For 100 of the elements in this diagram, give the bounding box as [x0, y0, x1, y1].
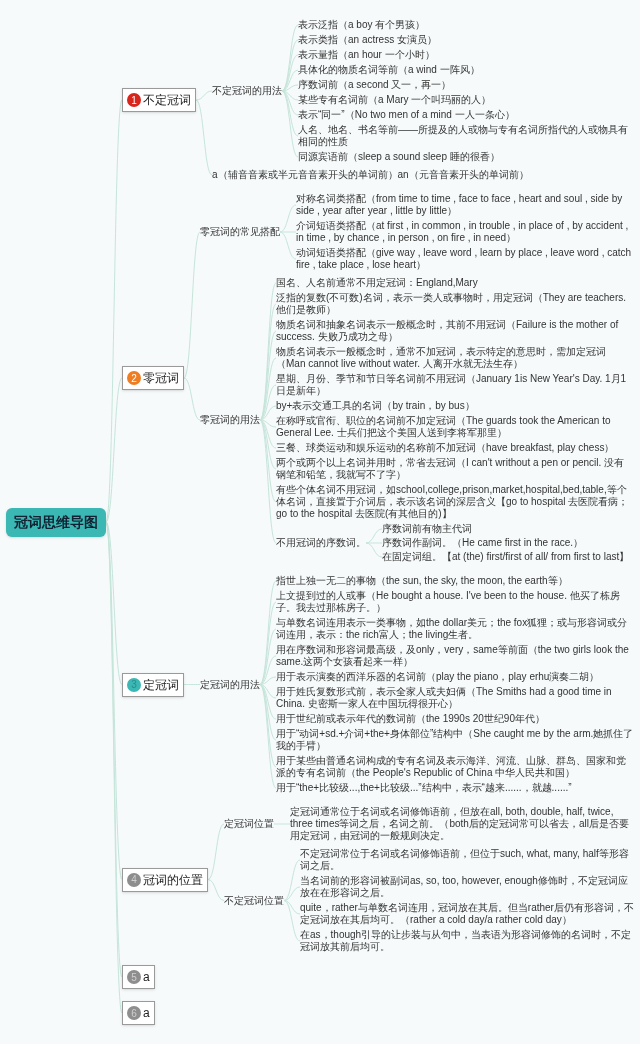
branch-line	[279, 204, 297, 233]
branch-line	[279, 231, 297, 260]
leaf-text: 用于某些由普通名词构成的专有名词及表示海洋、河流、山脉、群岛、国家和党派的专有名词前（the People's Republic of China 中华人民共和国）	[276, 755, 634, 779]
branch-label: 不定冠词的用法	[212, 85, 282, 97]
branch-line	[183, 377, 201, 421]
leaf-text: 具体化的物质名词等前（a wind 一阵风）	[298, 64, 634, 76]
branch-line	[259, 684, 277, 720]
branch-line	[283, 900, 301, 915]
leaf-text: 动词短语类搭配（give way , leave word , learn by place , leave word , catch fire , take place , lose heart）	[296, 247, 634, 271]
leaf-text: 物质名词表示一般概念时，通常不加冠词，表示特定的意思时，需加定冠词（Man cannot live without water. 人离开水就无法生存）	[276, 346, 634, 370]
topic-box	[122, 672, 184, 697]
leaf-text: 在称呼或官衔、职位的名词前不加定冠词（The guards took the American to General Lee. 士兵们把这个美国人送到李将军那里）	[276, 415, 634, 439]
leaf-text: 人名、地名、书名等前——所提及的人或物与专有名词所指代的人或物具有相同的性质	[298, 124, 634, 148]
leaf-text: 泛指的复数(不可数)名词，表示一类人或事物时，用定冠词（They are teachers. 他们是教师）	[276, 292, 634, 316]
leaf-text: 对称名词类搭配（from time to time , face to face , heart and soul , side by side , year after year , little by little）	[296, 193, 634, 217]
branch-line	[105, 521, 123, 685]
leaf-text: 有些个体名词不用冠词，如school,college,prison,market,hospital,bed,table,等个体名词，直接置于介词后，表示该名词的深层含义【go to hospital 去医院看病；go to the hospital 去医院(有其他目的)】	[276, 484, 634, 520]
branch-line	[183, 231, 201, 379]
topic-box	[122, 88, 196, 112]
branch-line	[259, 628, 277, 685]
leaf-text: 与单数名词连用表示一类事物，如the dollar美元；the fox狐狸；或与形容词或分词连用，表示：the rich富人；the living生者。	[276, 617, 634, 641]
branch-line	[195, 90, 213, 101]
branch-label: 不用冠词的序数词。	[276, 537, 366, 549]
branch-line	[259, 419, 277, 470]
branch-line	[207, 879, 225, 901]
leaf-text: 定冠词通常位于名词或名词修饰语前，但放在all, both, double, half, twice, three times等词之后，名词之前。（both后的定冠词常可以省去，all后是否要用定冠词，由冠词的一般规则决定。	[290, 806, 634, 842]
topic-box	[122, 867, 208, 892]
leaf-text: 表示量指（an hour 一个小时）	[298, 49, 634, 61]
topic-label: 不定冠词	[143, 92, 191, 109]
topic-box	[122, 366, 184, 390]
number-badge: 5	[127, 970, 141, 984]
branch-label: 零冠词的用法	[200, 414, 260, 426]
topic-label: 定冠词	[143, 676, 179, 694]
leaf-text: 当名词前的形容词被副词as, so, too, however, enough修饰时，不定冠词应放在在形容词之后。	[300, 875, 634, 899]
number-badge: 1	[127, 93, 141, 107]
branch-line	[259, 419, 277, 503]
branch-line	[259, 655, 277, 685]
number-badge: 4	[127, 872, 141, 887]
branch-line	[365, 528, 383, 544]
topic-label: 零冠词	[143, 370, 179, 387]
branch-line	[281, 69, 299, 92]
leaf-text: 表示泛指（a boy 有个男孩）	[298, 19, 634, 31]
leaf-text: 表示类指（an actress 女演员）	[298, 34, 634, 46]
branch-label: 零冠词的常见搭配	[200, 226, 280, 238]
leaf-text: 用于姓氏复数形式前，表示全家人或夫妇俩（The Smiths had a good time in China. 史密斯一家人在中国玩得很开心）	[276, 686, 634, 710]
leaf-text: 三餐、球类运动和娱乐运动的名称前不加冠词（have breakfast, play chess）	[276, 442, 634, 454]
branch-line	[259, 684, 277, 768]
branch-label: 定冠词的用法	[200, 678, 260, 691]
leaf-text: a（辅音音素或半元音音素开头的单词前）an（元音音素开头的单词前）	[212, 169, 634, 181]
branch-line	[105, 377, 123, 523]
topic-label: a	[143, 969, 150, 986]
leaf-text: 用于表示演奏的西洋乐器的名词前（play the piano，play erhu演奏二胡）	[276, 671, 634, 683]
branch-line	[283, 900, 301, 942]
leaf-text: 序数词前有物主代词	[382, 523, 634, 535]
branch-line	[183, 684, 201, 685]
topic-label: 冠词的位置	[143, 871, 203, 889]
branch-line	[195, 99, 213, 176]
number-badge: 2	[127, 371, 141, 385]
branch-line	[283, 886, 301, 901]
leaf-text: 序数词作副词。（He came first in the race.）	[382, 537, 634, 549]
topic-box	[122, 965, 155, 989]
branch-line	[259, 580, 277, 685]
number-badge: 6	[127, 1006, 141, 1020]
leaf-text: 介词短语类搭配（at first , in common , in trouble , in place of , by accident , in time , by chance , in person , on fire , in need）	[296, 220, 634, 244]
branch-line	[259, 676, 277, 685]
leaf-text: 两个或两个以上名词并用时，常省去冠词（I can't writhout a pen or pencil. 没有钢笔和铅笔，我就写不了字）	[276, 457, 634, 481]
branch-line	[259, 684, 277, 741]
leaf-text: 不定冠词常位于名词或名词修饰语前，但位于such, what, many, half等形容词之后。	[300, 848, 634, 872]
branch-line	[259, 419, 277, 449]
branch-label: 不定冠词位置	[224, 894, 284, 907]
leaf-text: 表示“同一”（No two men of a mind 一人一条心）	[298, 109, 634, 121]
branch-line	[365, 542, 383, 558]
leaf-text: quite，rather与单数名词连用，冠词放在其后。但当rather后仍有形容词，不定冠词放在其后均可。（rather a cold day/a rather cold day）	[300, 902, 634, 926]
branch-line	[259, 684, 277, 789]
branch-line	[259, 384, 277, 421]
leaf-text: 在固定词组。【at (the) first/first of all/ from first to last】	[382, 551, 634, 563]
branch-line	[207, 823, 225, 880]
leaf-text: 序数词前（a second 又一，再一）	[298, 79, 634, 91]
branch-line	[259, 684, 277, 699]
root-box: 冠词思维导图	[6, 507, 106, 537]
leaf-text: 指世上独一无二的事物（the sun, the sky, the moon, the earth等）	[276, 575, 634, 587]
branch-line	[259, 405, 277, 421]
branch-line	[259, 601, 277, 685]
leaf-text: 上文提到过的人或事（He bought a house. I've been to the house. 他买了栋房子。我去过那栋房子。）	[276, 590, 634, 614]
branch-line	[281, 90, 299, 158]
branch-line	[259, 419, 277, 544]
leaf-text: 用于世纪前或表示年代的数词前（the 1990s 20世纪90年代）	[276, 713, 634, 725]
leaf-text: 在as，though引导的让步装与从句中，当表语为形容词修饰的名词时，不定冠词放其前后均可。	[300, 929, 634, 953]
leaf-text: 同源宾语前（sleep a sound sleep 睡的很香）	[298, 151, 634, 163]
branch-line	[259, 357, 277, 421]
leaf-text: 物质名词和抽象名词表示一般概念时，其前不用冠词（Failure is the mother of success. 失败乃成功之母）	[276, 319, 634, 343]
branch-line	[281, 84, 299, 92]
branch-label: 定冠词位置	[224, 818, 274, 830]
topic-label: a	[143, 1005, 150, 1022]
leaf-text: 用在序数词和形容词最高级，及only，very，same等前面（the two girls look the same.这两个女孩看起来一样）	[276, 644, 634, 668]
leaf-text: 用于“the+比较级...,the+比较级...”结构中，表示“越来......，就越......”	[276, 782, 634, 794]
leaf-text: 某些专有名词前（a Mary 一个叫玛丽的人）	[298, 94, 634, 106]
topic-box	[122, 1001, 155, 1025]
leaf-text: by+表示交通工具的名词（by train，by bus）	[276, 400, 634, 412]
leaf-text: 国名、人名前通常不用定冠词：England,Mary	[276, 277, 634, 289]
